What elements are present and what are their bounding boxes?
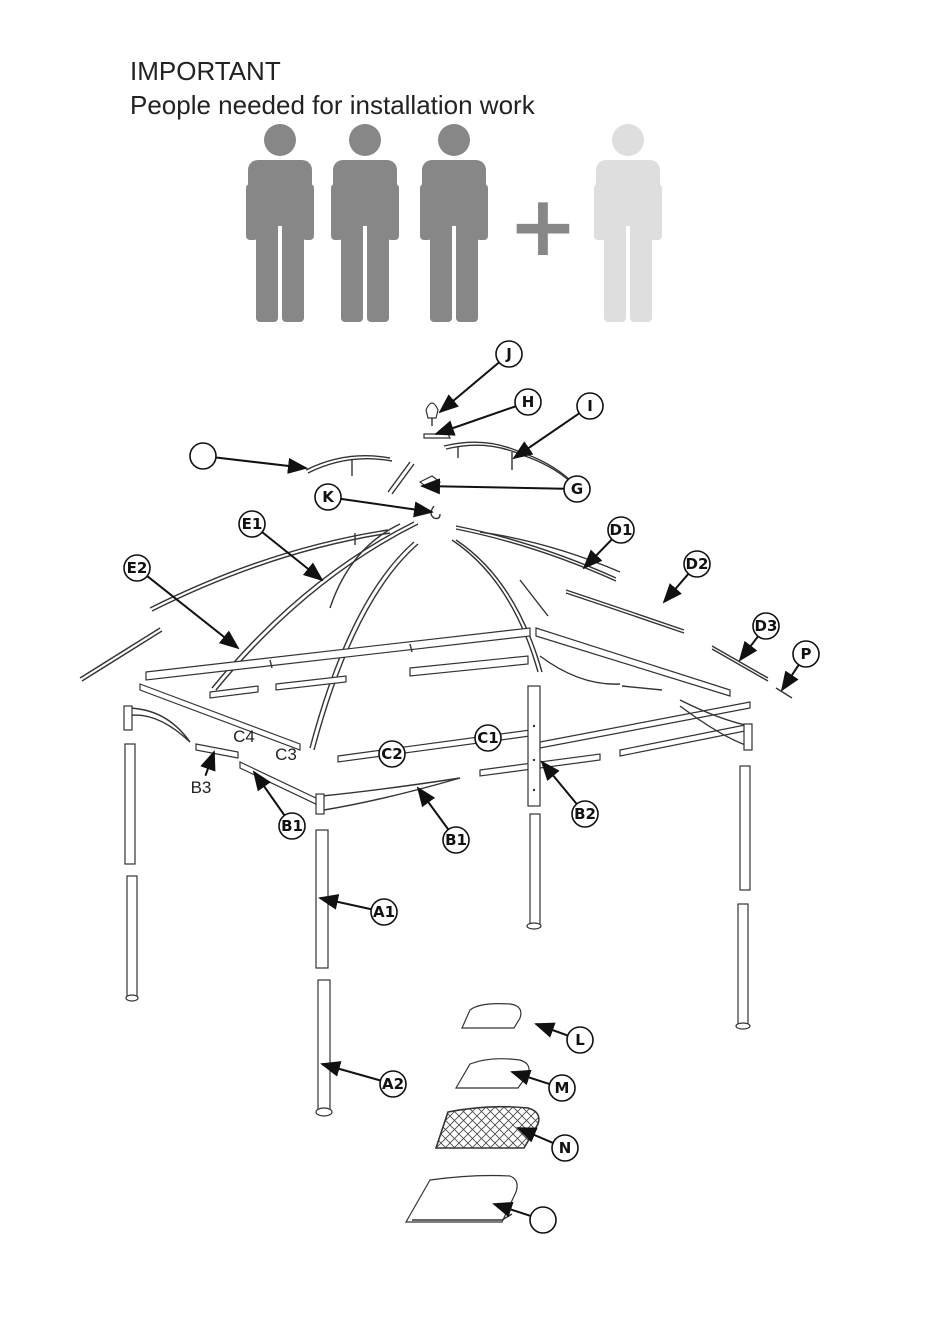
callout-text: A1 xyxy=(373,903,395,921)
callout-text: E2 xyxy=(127,559,148,577)
person-icon xyxy=(246,124,314,322)
callout-text: B1 xyxy=(281,817,303,835)
canopy-covers xyxy=(406,1004,539,1222)
callout-arrow xyxy=(147,576,238,648)
callout-k-4: K xyxy=(315,484,432,512)
callout-blank-25 xyxy=(190,443,306,469)
callout-d1-7: D1 xyxy=(584,517,634,568)
callout-c3-12: C3 xyxy=(275,745,297,764)
person-icon xyxy=(331,124,399,322)
callout-text: L xyxy=(575,1031,585,1049)
callout-circle xyxy=(190,443,216,469)
callout-g-3: G xyxy=(422,476,590,502)
callout-text: B1 xyxy=(445,831,467,849)
callout-arrow xyxy=(782,665,799,690)
callout-arrow xyxy=(440,362,499,412)
callout-text: G xyxy=(571,480,583,498)
callout-text: D1 xyxy=(610,521,633,539)
callout-text: J xyxy=(505,345,512,363)
callout-arrow xyxy=(262,532,322,580)
callout-d3-9: D3 xyxy=(740,613,779,660)
callout-arrow xyxy=(740,636,758,660)
callout-arrow xyxy=(664,574,688,602)
callout-l-21: L xyxy=(536,1024,593,1053)
callout-arrow xyxy=(542,762,577,804)
callout-text: D3 xyxy=(755,617,778,635)
callout-arrow xyxy=(436,406,516,434)
callout-text: C4 xyxy=(233,727,255,746)
callout-arrow xyxy=(322,1064,380,1080)
callout-text: C1 xyxy=(477,729,498,747)
callout-text: K xyxy=(322,488,335,506)
callout-p-10: P xyxy=(782,641,819,690)
callout-text: P xyxy=(801,645,812,663)
callout-arrow xyxy=(216,458,306,468)
callout-arrow xyxy=(536,1024,568,1036)
person-icon xyxy=(594,124,662,322)
callout-c1-14: C1 xyxy=(475,725,501,751)
callout-text: B2 xyxy=(574,805,596,823)
callout-c2-13: C2 xyxy=(379,741,405,767)
callout-c4-11: C4 xyxy=(233,727,255,746)
roof-top-parts xyxy=(306,403,572,519)
callout-text: I xyxy=(587,397,593,415)
callout-text: E1 xyxy=(242,515,263,533)
callout-d2-8: D2 xyxy=(664,551,710,602)
people-figures: + xyxy=(246,124,662,322)
callout-e2-6: E2 xyxy=(124,555,238,648)
callout-text: H xyxy=(522,393,535,411)
callout-arrow xyxy=(418,788,448,830)
callout-a1-19: A1 xyxy=(320,898,397,925)
callout-b2-18: B2 xyxy=(542,762,598,827)
plus-icon: + xyxy=(508,177,578,275)
callout-h-1: H xyxy=(436,389,541,434)
person-icon xyxy=(420,124,488,322)
callout-text: M xyxy=(555,1079,570,1097)
callout-text: D2 xyxy=(686,555,709,573)
callout-b1-17: B1 xyxy=(418,788,469,853)
callout-text: A2 xyxy=(382,1075,404,1093)
callout-circle xyxy=(530,1207,556,1233)
callout-text: B3 xyxy=(191,778,212,797)
callout-text: C2 xyxy=(381,745,402,763)
callout-a2-20: A2 xyxy=(322,1064,406,1097)
roof-perimeter-frame xyxy=(124,628,752,814)
callout-text: C3 xyxy=(275,745,297,764)
callout-j-0: J xyxy=(440,341,522,412)
callout-text: N xyxy=(559,1139,572,1157)
callout-arrow xyxy=(205,752,214,776)
callout-arrow xyxy=(341,499,432,512)
callout-e1-5: E1 xyxy=(239,511,322,580)
callout-b3-15: B3 xyxy=(191,752,214,797)
callout-arrow xyxy=(422,486,564,489)
callout-arrow xyxy=(514,413,579,458)
